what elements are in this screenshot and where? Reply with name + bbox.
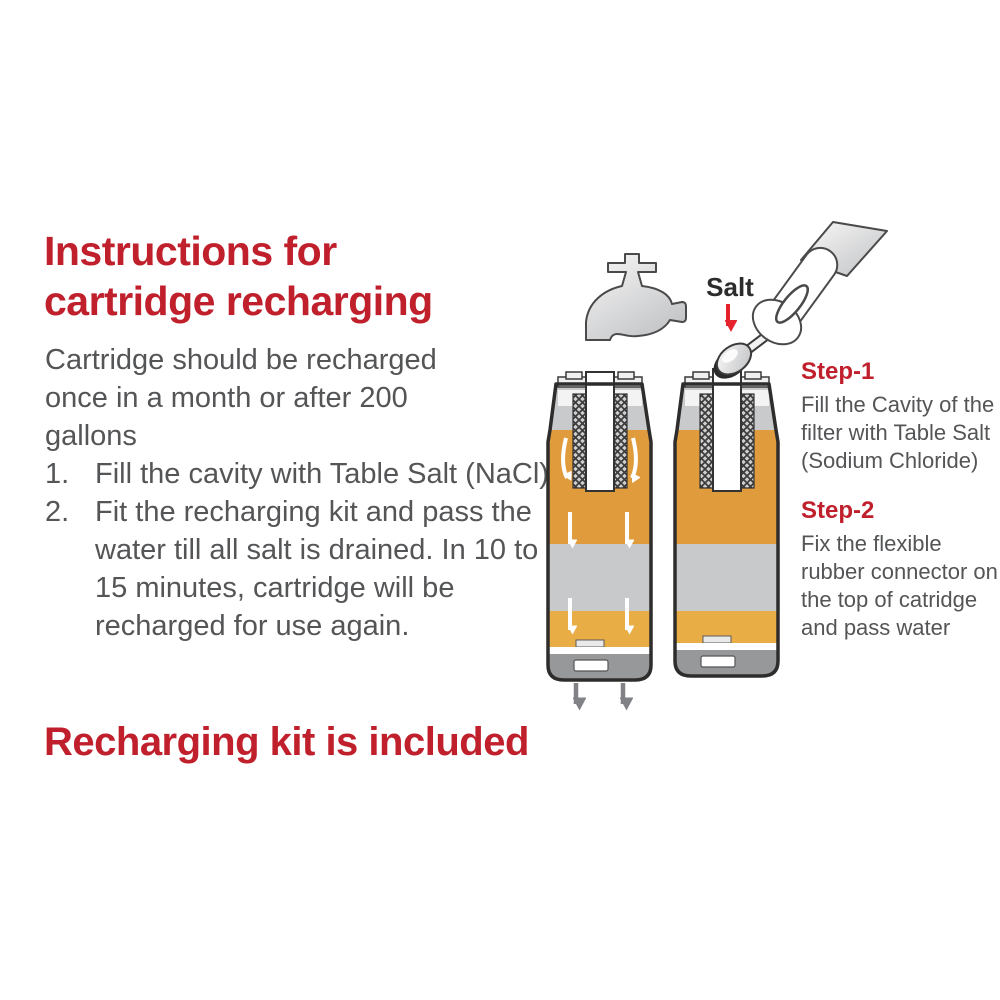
list-item-number: 2. <box>45 496 70 528</box>
footer-heading: Recharging kit is included <box>44 720 529 764</box>
list-item-text: Fill the cavity with Table Salt (NaCl) <box>95 458 549 490</box>
cartridge-right-cross-section <box>673 368 780 678</box>
cartridge-left-cross-section <box>546 371 653 704</box>
intro-text: Cartridge should be recharged once in a … <box>45 344 437 452</box>
salt-label: Salt <box>706 272 754 302</box>
instruction-list: 1. Fill the cavity with Table Salt (NaCl… <box>45 455 555 645</box>
page-title-line1: Instructions for <box>44 228 337 274</box>
step-1-heading: Step-1 <box>801 358 875 385</box>
cartridge-recharging-diagram: Salt <box>546 221 888 720</box>
step-2-block: Step-2 Fix the flexible rubber connector… <box>801 497 1000 642</box>
cavity-tube <box>585 371 615 492</box>
faucet-icon <box>585 253 687 341</box>
cavity-tube <box>712 368 742 492</box>
list-item-text: Fit the recharging kit and pass the wate… <box>95 496 539 642</box>
list-item: 2. Fit the recharging kit and pass the w… <box>45 493 555 645</box>
step-1-text: Fill the Cavity of the filter with Table… <box>801 392 995 473</box>
hand-spoon-icon <box>713 221 888 379</box>
step-2-heading: Step-2 <box>801 497 875 524</box>
list-item-number: 1. <box>45 458 70 490</box>
step-2-text: Fix the flexible rubber connector on the… <box>801 531 998 640</box>
page-title-line2: cartridge recharging <box>44 278 433 324</box>
page-title: Instructions for cartridge recharging <box>44 226 524 326</box>
water-flow-arrows <box>561 437 636 630</box>
steps-column: Step-1 Fill the Cavity of the filter wit… <box>801 358 1000 642</box>
drain-arrows <box>576 683 623 704</box>
step-1-block: Step-1 Fill the Cavity of the filter wit… <box>801 358 1000 475</box>
list-item: 1. Fill the cavity with Table Salt (NaCl… <box>45 455 555 493</box>
